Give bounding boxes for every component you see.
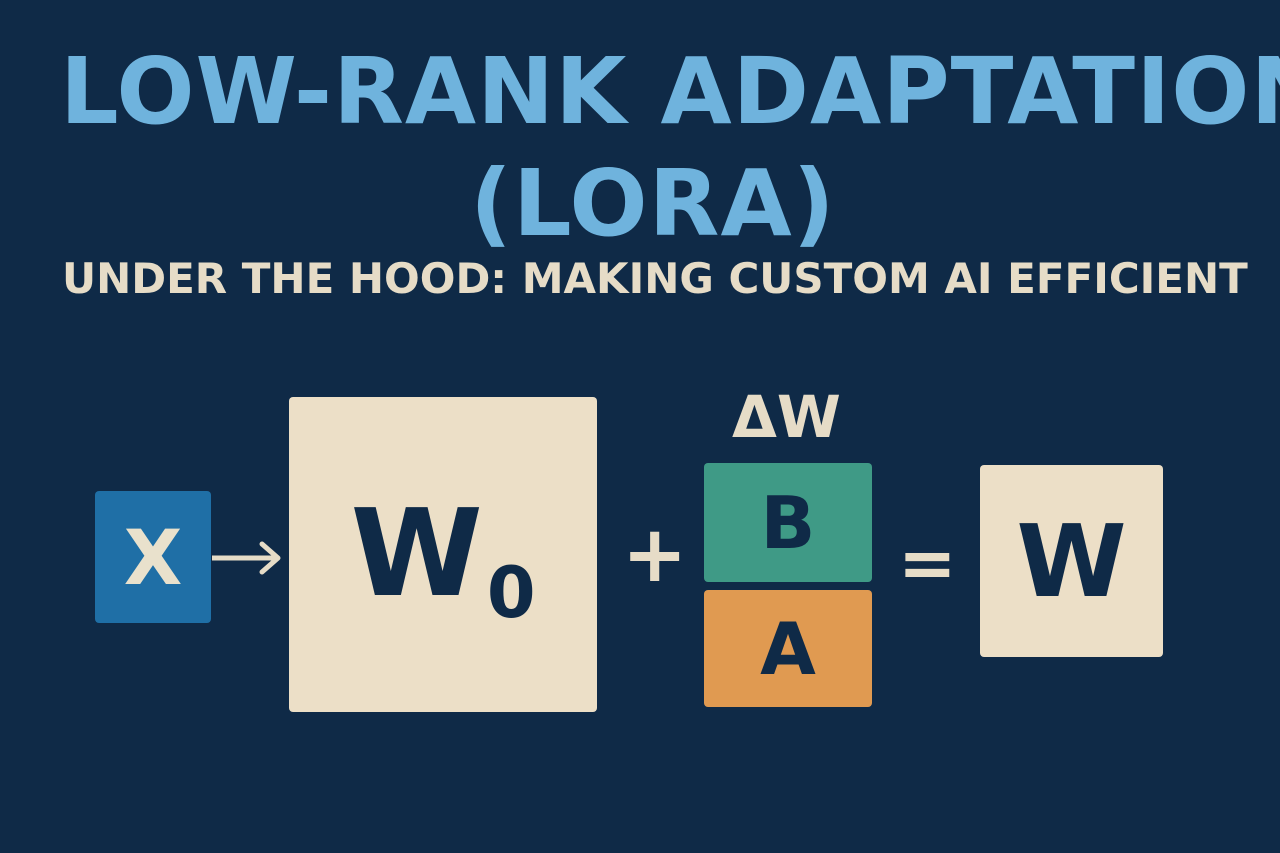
- title-line-1: LOW-RANK ADAPTATION: [60, 38, 1280, 145]
- plus-operator: +: [622, 510, 688, 600]
- delta-w-label: ΔW: [732, 383, 841, 451]
- result-weight-label: W: [1016, 502, 1127, 620]
- result-weight-box: W: [980, 465, 1163, 657]
- arrow-right-icon: [212, 541, 281, 575]
- matrix-b-box: B: [704, 463, 872, 582]
- title-line-2: (LORA): [470, 150, 836, 257]
- equals-operator: =: [898, 522, 957, 604]
- matrix-a-box: A: [704, 590, 872, 707]
- base-weight-subscript: 0: [486, 551, 536, 634]
- input-x-box: X: [95, 491, 211, 623]
- subtitle: UNDER THE HOOD: MAKING CUSTOM AI EFFICIE…: [62, 254, 1248, 303]
- base-weight-label: W: [350, 485, 483, 624]
- input-x-label: X: [123, 512, 183, 602]
- matrix-a-label: A: [760, 606, 816, 691]
- matrix-b-label: B: [760, 480, 816, 565]
